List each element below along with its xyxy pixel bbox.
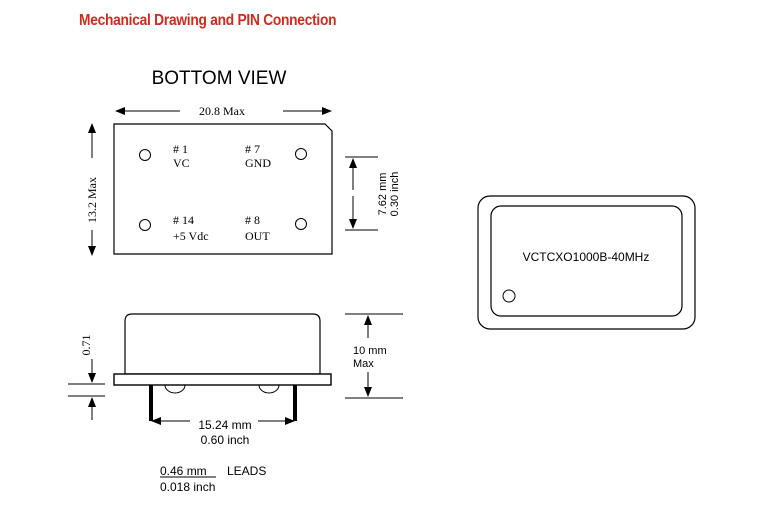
base-plate bbox=[113, 373, 332, 386]
pin-8-number: # 8 bbox=[245, 213, 260, 227]
pin-spacing-inch: 0.30 inch bbox=[389, 172, 401, 217]
pin-14-name: +5 Vdc bbox=[173, 229, 209, 243]
leads-note: 0.46 mm LEADS 0.018 inch bbox=[160, 464, 266, 494]
bottom-view-heading: BOTTOM VIEW bbox=[152, 68, 287, 89]
side-height-dimension: 10 mm Max bbox=[345, 313, 403, 399]
height-dimension: 13.2 Max bbox=[85, 123, 99, 256]
pin-1-number: # 1 bbox=[173, 142, 188, 156]
leads-mm: 0.46 mm bbox=[160, 464, 207, 478]
package-outline bbox=[113, 123, 333, 255]
width-label: 20.8 Max bbox=[199, 104, 245, 118]
pin-1-name: VC bbox=[173, 156, 190, 170]
bead-left bbox=[164, 384, 186, 394]
pin-14-pad bbox=[139, 219, 151, 231]
leads-word: LEADS bbox=[227, 464, 266, 478]
pin-1-pad bbox=[139, 149, 151, 161]
pin-7-pad bbox=[295, 148, 307, 160]
side-height-label-2: Max bbox=[353, 358, 374, 370]
lead-right bbox=[293, 385, 297, 421]
part-label: VCTCXO1000B-40MHz bbox=[523, 250, 650, 264]
bead-right bbox=[258, 384, 280, 394]
top-inner-outline bbox=[490, 205, 683, 317]
top-view: VCTCXO1000B-40MHz bbox=[477, 195, 696, 330]
bottom-view: BOTTOM VIEW 20.8 Max 13.2 Max # 1 VC # 7… bbox=[85, 68, 401, 256]
pin-spacing-dimension: 7.62 mm 0.30 inch bbox=[345, 156, 401, 231]
pitch-mm: 15.24 mm bbox=[198, 418, 251, 432]
width-dimension: 20.8 Max bbox=[115, 104, 332, 118]
pin-7-name: GND bbox=[245, 156, 271, 170]
side-height-label-1: 10 mm bbox=[353, 345, 387, 357]
leads-inch: 0.018 inch bbox=[160, 480, 215, 494]
pin-8-pad bbox=[295, 218, 307, 230]
pin-7-number: # 7 bbox=[245, 142, 260, 156]
standoff-label: 0.71 bbox=[79, 335, 93, 356]
pin-14-number: # 14 bbox=[173, 213, 194, 227]
pitch-dimension: 15.24 mm 0.60 inch bbox=[151, 417, 295, 447]
pitch-inch: 0.60 inch bbox=[201, 433, 250, 447]
pin-spacing-mm: 7.62 mm bbox=[377, 173, 389, 216]
height-label: 13.2 Max bbox=[85, 177, 99, 223]
side-view: 15.24 mm 0.60 inch 0.71 10 mm Max 0.46 m… bbox=[68, 313, 403, 494]
can-body bbox=[124, 313, 321, 375]
pin-1-marker bbox=[502, 289, 516, 303]
lead-left bbox=[149, 385, 153, 421]
pin-8-name: OUT bbox=[245, 229, 270, 243]
standoff-dimension: 0.71 bbox=[68, 335, 105, 420]
page-title: Mechanical Drawing and PIN Connection bbox=[79, 12, 337, 29]
